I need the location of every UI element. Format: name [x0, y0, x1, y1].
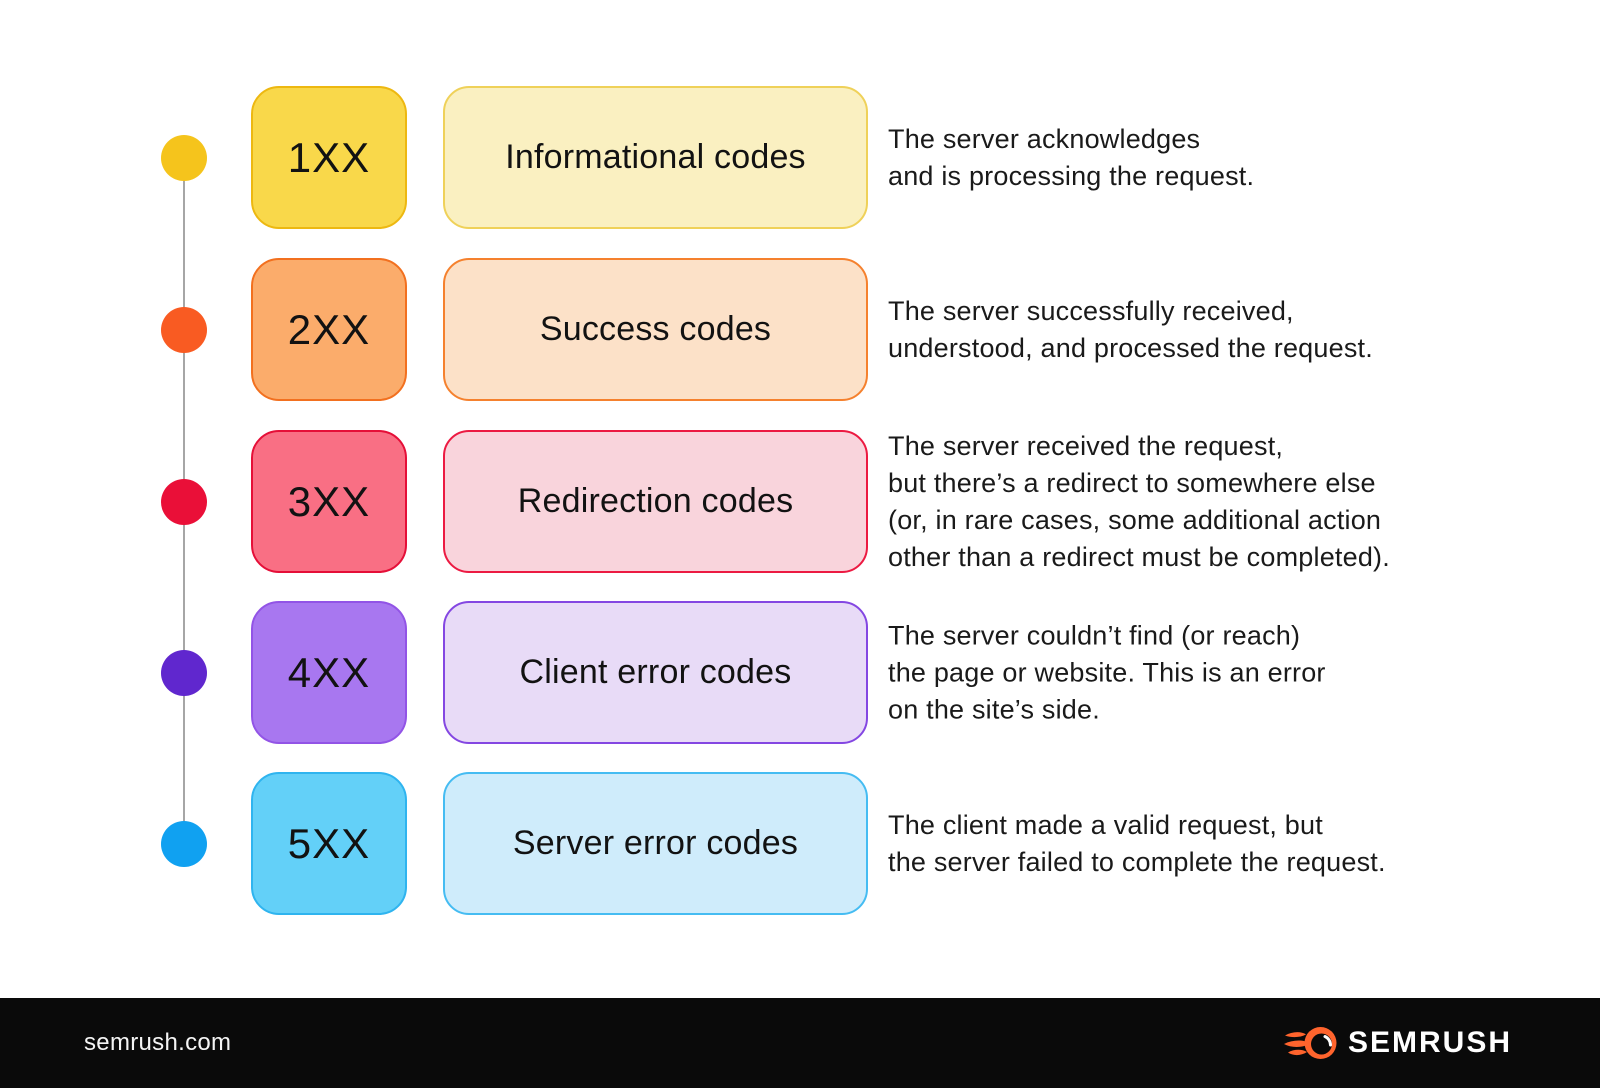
status-label-box: Client error codes [443, 601, 868, 744]
status-code-box: 4XX [251, 601, 407, 744]
timeline-dot [161, 134, 207, 181]
timeline-dot [161, 649, 207, 696]
status-row-4xx: 4XX Client error codes The server couldn… [0, 601, 1600, 744]
semrush-logo: SEMRUSH [1283, 1023, 1512, 1063]
status-label: Informational codes [505, 138, 806, 176]
status-code-box: 2XX [251, 258, 407, 401]
status-label-box: Redirection codes [443, 430, 868, 573]
status-code-box: 3XX [251, 430, 407, 573]
status-code: 2XX [287, 305, 371, 353]
status-label: Success codes [539, 310, 772, 348]
timeline-dot [161, 820, 207, 867]
status-description: The server acknowledges and is processin… [888, 123, 1255, 191]
status-description: The server received the request, but the… [888, 430, 1390, 572]
status-label: Server error codes [512, 824, 799, 862]
timeline-dot [161, 478, 207, 525]
status-label: Redirection codes [517, 482, 794, 520]
status-row-5xx: 5XX Server error codes The client made a… [0, 772, 1600, 915]
status-label: Client error codes [519, 653, 792, 691]
status-description: The server successfully received, unders… [888, 295, 1373, 363]
semrush-wordmark: SEMRUSH [1347, 1026, 1512, 1059]
status-description: The server couldn’t find (or reach) the … [888, 620, 1326, 724]
status-label-box: Informational codes [443, 86, 868, 229]
status-label-box: Success codes [443, 258, 868, 401]
status-code-box: 5XX [251, 772, 407, 915]
status-code: 1XX [287, 133, 371, 181]
footer-bar: semrush.com SEMRUSH [0, 998, 1600, 1088]
status-row-1xx: 1XX Informational codes The server ackno… [0, 86, 1600, 229]
semrush-flame-icon [1283, 1027, 1337, 1059]
status-label-box: Server error codes [443, 772, 868, 915]
status-row-2xx: 2XX Success codes The server successfull… [0, 258, 1600, 401]
status-code-box: 1XX [251, 86, 407, 229]
status-row-3xx: 3XX Redirection codes The server receive… [0, 430, 1600, 573]
status-code: 5XX [287, 819, 371, 867]
status-description: The client made a valid request, but the… [888, 809, 1386, 877]
status-code: 4XX [287, 648, 371, 696]
timeline-dot [161, 306, 207, 353]
site-url: semrush.com [84, 1029, 232, 1056]
status-code: 3XX [287, 477, 371, 525]
